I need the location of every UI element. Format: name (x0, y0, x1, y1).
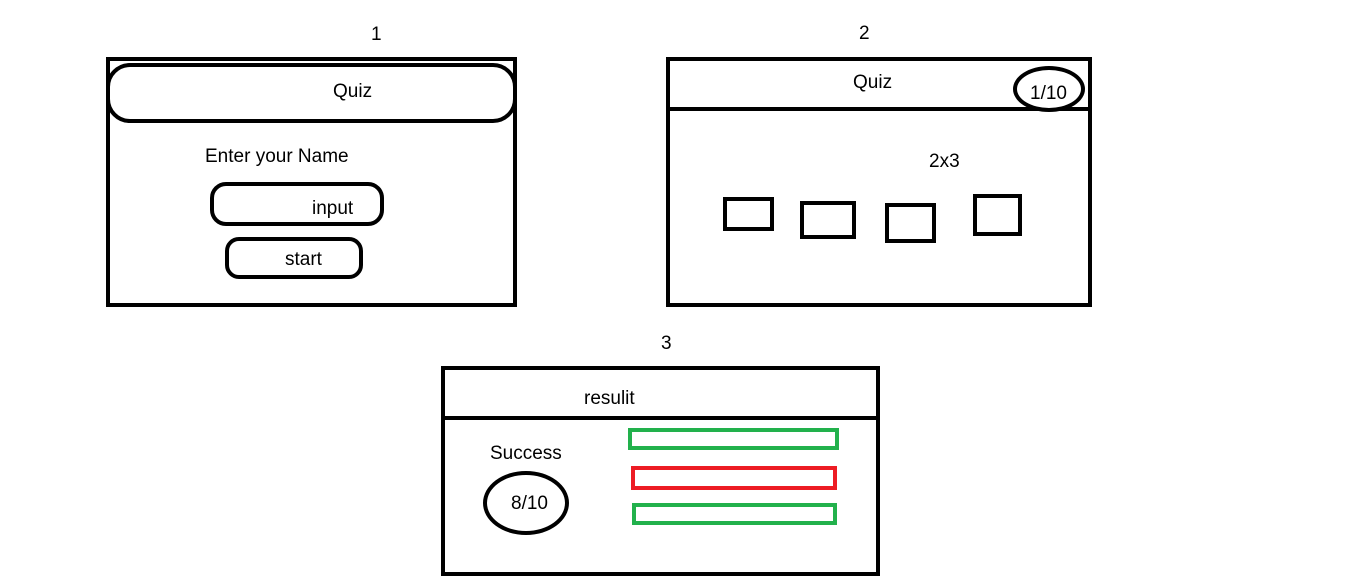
result-bar-3 (632, 503, 837, 525)
screen-3-window: resulit Success 8/10 (441, 366, 880, 576)
result-bar-2 (631, 466, 837, 490)
result-status: Success (490, 443, 562, 464)
screen-3-number: 3 (661, 333, 672, 354)
screen-2-window: Quiz 1/10 2x3 (666, 57, 1092, 307)
answer-option-2[interactable] (800, 201, 856, 239)
name-input[interactable]: input (210, 182, 384, 226)
answer-option-4[interactable] (973, 194, 1022, 236)
screen-2-number: 2 (859, 23, 870, 44)
score-text: 8/10 (511, 493, 548, 514)
screen-2-title: Quiz (853, 72, 893, 93)
screen-1-window: Quiz Enter your Name input start (106, 57, 517, 307)
screen-1-header (106, 63, 517, 123)
progress-text: 1/10 (1030, 83, 1067, 104)
screen-3-header-divider (445, 416, 876, 420)
screen-1-title: Quiz (333, 81, 373, 102)
start-button-label: start (285, 249, 322, 270)
screen-1-prompt: Enter your Name (205, 146, 349, 167)
start-button[interactable]: start (225, 237, 363, 279)
screen-3-title: resulit (584, 388, 635, 409)
progress-indicator: 1/10 (1013, 66, 1085, 112)
name-input-text: input (312, 198, 354, 219)
answer-option-1[interactable] (723, 197, 774, 231)
result-bar-1 (628, 428, 839, 450)
answer-option-3[interactable] (885, 203, 936, 243)
score-indicator: 8/10 (483, 471, 569, 535)
question-text: 2x3 (929, 151, 960, 172)
screen-1-number: 1 (371, 24, 382, 45)
screen-2-header-divider (670, 107, 1088, 111)
